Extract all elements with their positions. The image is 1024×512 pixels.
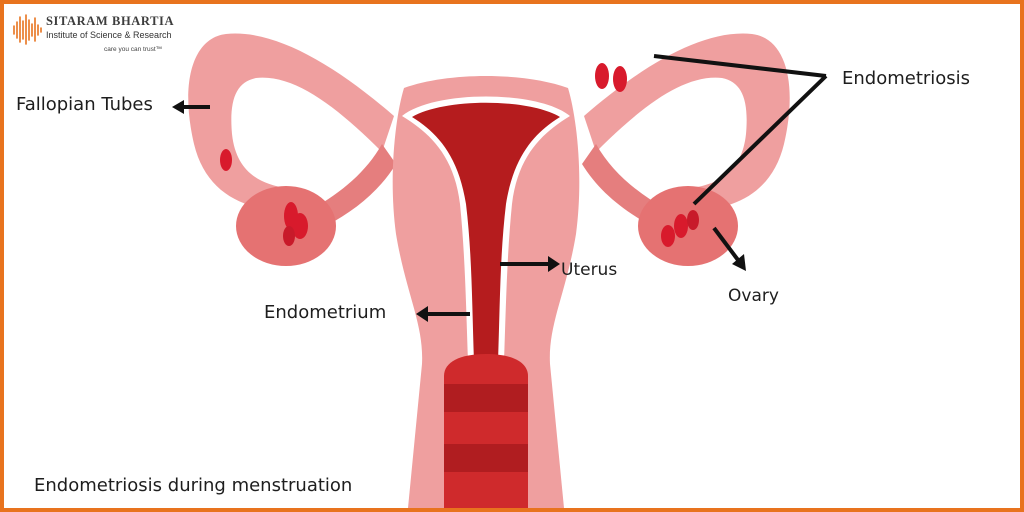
canal-band xyxy=(444,444,528,472)
label-endometrium: Endometrium xyxy=(264,302,387,323)
lesion-left-ovary xyxy=(292,213,308,239)
vaginal-canal xyxy=(444,354,528,508)
ovary-arrow-line xyxy=(712,226,740,262)
uterus-diagram xyxy=(172,33,828,508)
label-endometriosis: Endometriosis xyxy=(842,68,971,89)
uterus-arrowhead xyxy=(548,256,560,272)
right-fallopian-tube xyxy=(584,33,790,211)
left-ovary xyxy=(236,186,336,266)
lesion-left-ovary xyxy=(283,226,295,246)
brand-name: SITARAM BHARTIA xyxy=(46,14,175,28)
lesion-right-ovary xyxy=(661,225,675,247)
canal-band xyxy=(444,384,528,412)
lesion-left-tube xyxy=(220,149,232,171)
endometriosis-leader-upper xyxy=(653,54,827,78)
left-tube-stalk xyxy=(312,144,396,226)
left-fallopian-tube xyxy=(188,33,394,211)
brand-tagline: care you can trust™ xyxy=(104,46,163,53)
lesion-right-tube xyxy=(595,63,609,89)
brand-subtitle: Institute of Science & Research xyxy=(46,30,172,40)
lesion-right-ovary xyxy=(687,210,699,230)
uterine-cavity xyxy=(412,102,560,362)
fallopian-arrowhead xyxy=(172,100,184,114)
sound-wave-icon xyxy=(13,14,42,45)
label-ovary: Ovary xyxy=(728,286,779,306)
ovary-arrowhead xyxy=(732,254,746,271)
lesion-right-ovary xyxy=(674,214,688,238)
label-uterus: Uterus xyxy=(561,260,618,280)
endometrium-arrowhead xyxy=(416,306,428,322)
diagram-caption: Endometriosis during menstruation xyxy=(34,475,353,496)
endometriosis-lesions xyxy=(220,63,699,247)
endometriosis-leader-lower xyxy=(692,74,828,206)
label-fallopian-tubes: Fallopian Tubes xyxy=(16,94,153,115)
lesion-right-tube xyxy=(613,66,627,92)
brand-logo: SITARAM BHARTIA Institute of Science & R… xyxy=(12,12,182,60)
right-tube-stalk xyxy=(582,144,666,226)
